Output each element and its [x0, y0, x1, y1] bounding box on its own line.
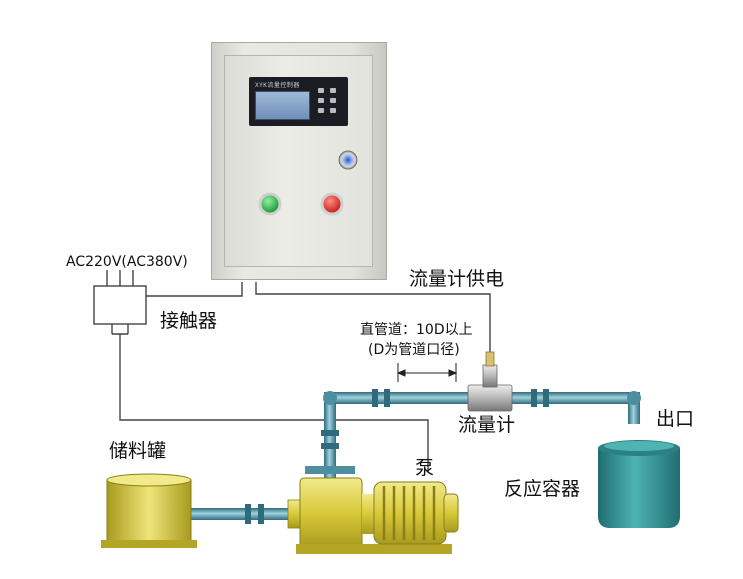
pump-assembly — [287, 466, 459, 554]
contactor-to-cabinet-wire — [146, 282, 243, 297]
pipe-tank-to-pump — [190, 508, 290, 520]
flowmeter-power-wire — [255, 282, 491, 355]
controller-key — [330, 108, 336, 113]
controller-key — [318, 88, 324, 93]
straight-pipe-label: 直管道：10D以上 — [360, 322, 473, 338]
controller-key — [330, 88, 336, 93]
pipe-elbow-left — [323, 391, 337, 405]
controller-key — [330, 98, 336, 103]
pump-label: 泵 — [415, 457, 435, 479]
flowmeter-label: 流量计 — [458, 414, 516, 436]
controller-key — [318, 98, 324, 103]
flowmeter-device — [467, 351, 513, 412]
controller-key — [318, 108, 324, 113]
stop-button-indicator — [320, 192, 344, 216]
selector-knob — [338, 150, 358, 170]
reactor-vessel — [598, 440, 680, 528]
contactor-label: 接触器 — [160, 310, 218, 332]
pump-wire — [119, 334, 429, 472]
storage-tank-label: 储料罐 — [109, 440, 167, 462]
outlet-label: 出口 — [656, 408, 695, 430]
controller-lcd-screen — [255, 91, 310, 120]
power-supply-label: AC220V(AC380V) — [66, 254, 188, 270]
straight-pipe-dimension — [396, 363, 458, 382]
flowmeter-power-label: 流量计供电 — [409, 268, 505, 290]
wiring — [93, 270, 491, 472]
controller-title: XYK流量控制器 — [255, 82, 300, 89]
start-button-indicator — [258, 192, 282, 216]
pipe-pump-riser — [324, 400, 336, 480]
contactor-output — [111, 324, 129, 335]
reactor-label: 反应容器 — [504, 478, 581, 500]
pipe-elbow-right — [627, 391, 641, 405]
storage-tank — [101, 473, 197, 548]
contactor-box — [93, 285, 147, 325]
pipe-diameter-note: (D为管道口径) — [368, 342, 460, 358]
